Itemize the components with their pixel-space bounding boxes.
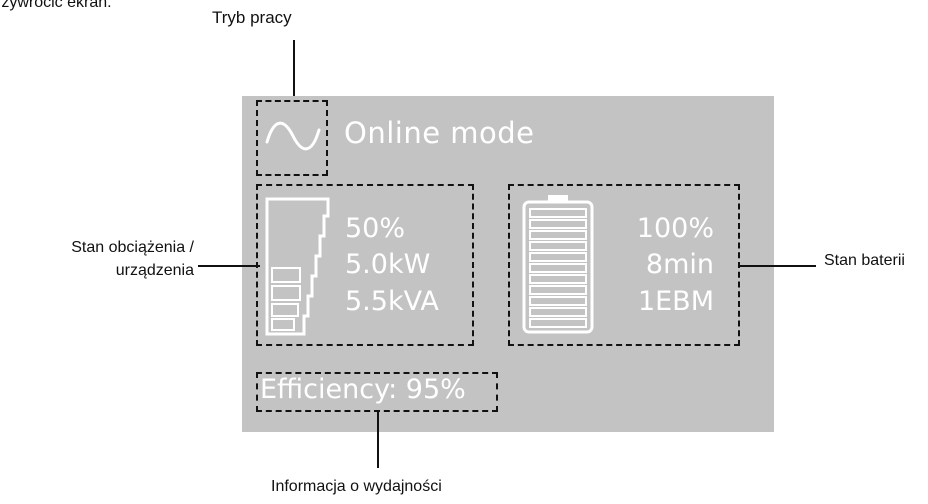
load-kw: 5.0kW	[345, 249, 431, 280]
battery-icon	[522, 195, 594, 334]
efficiency-callout-line	[377, 412, 379, 468]
load-callout-label: Stan obciążenia / urządzenia	[71, 239, 194, 280]
battery-time: 8min	[645, 249, 714, 280]
efficiency-callout-label: Informacja o wydajności	[271, 478, 442, 495]
sine-wave-icon	[265, 121, 321, 151]
load-bar-icon	[265, 197, 330, 336]
battery-callout-line	[738, 265, 816, 267]
efficiency-highlight-box	[256, 372, 498, 412]
battery-percent: 100%	[636, 213, 714, 244]
mode-text: Online mode	[344, 116, 535, 150]
battery-ebm: 1EBM	[637, 286, 714, 317]
load-kva: 5.5kVA	[345, 286, 439, 317]
top-cut-text: rzywrócić ekran.	[0, 0, 112, 11]
mode-callout-label: Tryb pracy	[212, 8, 292, 27]
load-percent: 50%	[345, 213, 406, 244]
efficiency-text: Efficiency: 95%	[260, 374, 466, 405]
mode-highlight-box	[256, 100, 328, 176]
mode-callout-line	[293, 40, 295, 100]
lcd-screen: Online mode 50% 5.0kW 5.5kVA	[242, 96, 774, 432]
battery-callout-label: Stan baterii	[824, 252, 905, 269]
load-callout-line	[198, 265, 260, 267]
